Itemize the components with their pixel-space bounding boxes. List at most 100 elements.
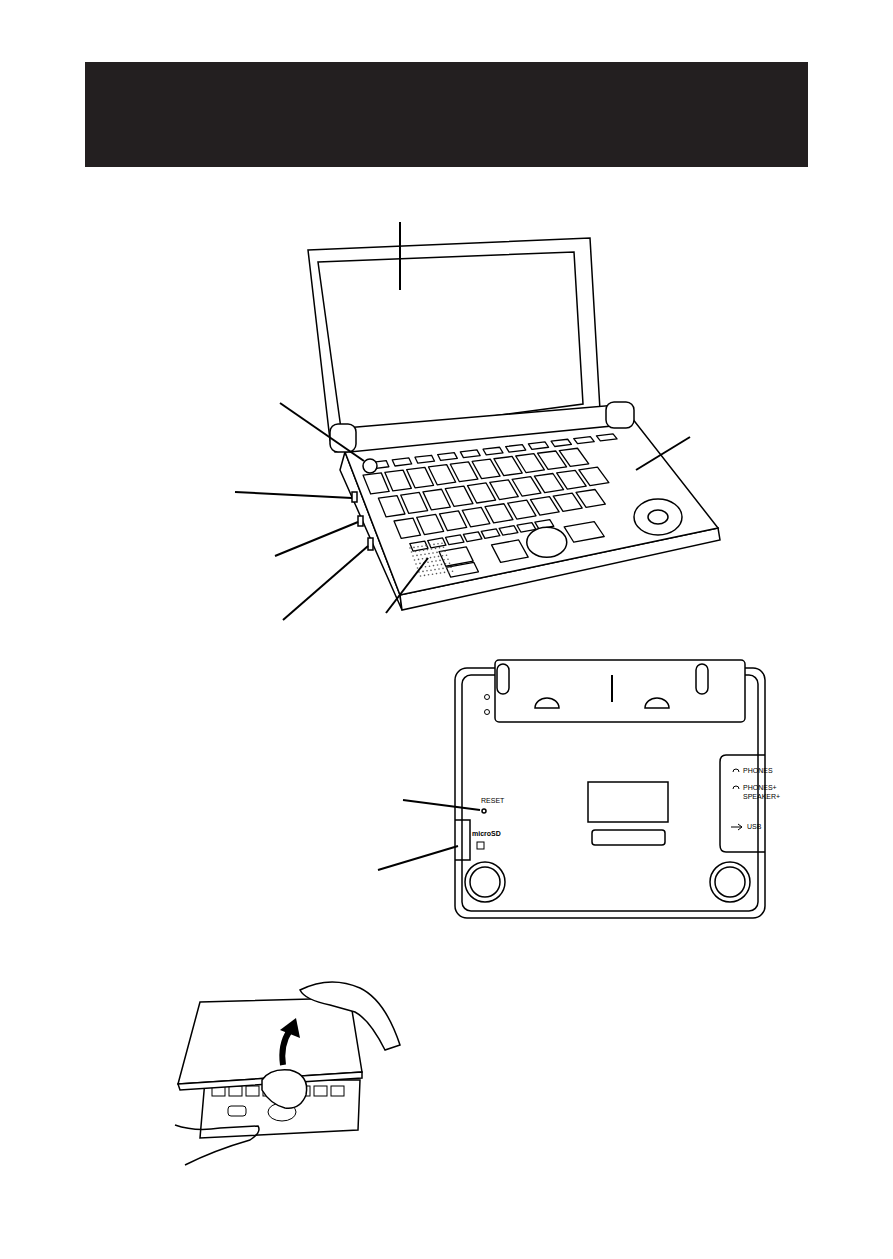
thumb [262,1070,307,1109]
hand [300,982,400,1050]
key [508,500,536,519]
grille-dot [433,544,435,546]
grille-dot [434,569,436,571]
key [559,448,588,466]
reset-hole [482,809,486,813]
key [576,489,605,507]
grille-dot [415,551,417,553]
label-plate [592,830,665,845]
grille-dot [433,565,435,567]
grille-dot [422,558,424,560]
grille-dot [430,557,432,559]
grille-dot [430,569,432,571]
key [378,496,405,517]
foot [710,862,750,902]
grille-dot [423,549,425,551]
grille-dot [429,544,431,546]
grille-dot [417,567,419,569]
grille-dot [442,555,444,557]
grille-dot [431,548,433,550]
cursor-center [648,510,668,524]
grille-dot [419,563,421,565]
part-label: PHONES [743,767,773,774]
grille-dot [415,563,417,565]
usb-icon [731,824,742,830]
grille-dot [409,547,411,549]
grille-dot [444,550,446,552]
grille-dot [414,559,416,561]
grille-dot [426,570,428,572]
grille-dot [424,575,426,577]
key [462,507,490,526]
leader-line [386,558,428,613]
grille-dot [437,543,439,545]
wide-key [492,540,529,562]
key [417,514,444,534]
grille-dot [438,568,440,570]
grille-dot [435,548,437,550]
grille-dot [429,565,431,567]
grille-dot [424,553,426,555]
cover-latch [535,698,669,708]
grille-dot [425,545,427,547]
leader-line [399,222,401,290]
leader-line [636,437,690,470]
small-key [499,526,518,535]
wide-key [446,562,478,577]
key [440,511,467,531]
label-plate [588,782,668,822]
battery-cover [495,660,745,722]
port [368,538,373,550]
arrow [282,1030,290,1065]
leader-line [403,800,480,810]
device-open [308,238,720,610]
grille-dot [420,575,422,577]
grille-dot [432,552,434,554]
lid [178,998,362,1084]
grille-dot [434,556,436,558]
leader-line [378,846,458,870]
grille-dot [432,573,434,575]
grille-dot [427,561,429,563]
opening-illustration [175,982,400,1165]
function-key [392,458,411,466]
key [485,504,513,523]
key [401,492,428,513]
key [314,1086,327,1096]
grille-dot [440,551,442,553]
base-front [400,528,720,610]
device-bottom [455,660,765,918]
part-label: RESET [481,797,504,804]
part-label: PHONES+ [743,784,777,791]
port [352,492,357,502]
cursor-pad [634,499,682,535]
hinge-end [606,402,634,428]
small-key [410,541,428,551]
grille-dot [446,554,448,556]
grille-dot [428,553,430,555]
leader-line [283,546,368,620]
function-key [460,450,480,458]
wide-key [564,522,604,543]
grille-dot [422,571,424,573]
grille-dot [447,558,449,560]
small-key [481,529,500,539]
hinge-end [330,424,356,452]
grille-dot [449,562,451,564]
grille-dot [425,566,427,568]
leader-line [275,522,358,556]
card-slot [455,820,470,860]
function-key [574,437,594,444]
mark [485,710,490,715]
grille-dot [436,552,438,554]
foot [465,862,505,902]
leader-line [280,403,364,461]
grille-dot [420,554,422,556]
key [394,518,421,538]
key [423,489,450,510]
hinge [345,404,632,452]
grille-dot [427,549,429,551]
enter-key [527,527,567,557]
key [246,1086,259,1096]
